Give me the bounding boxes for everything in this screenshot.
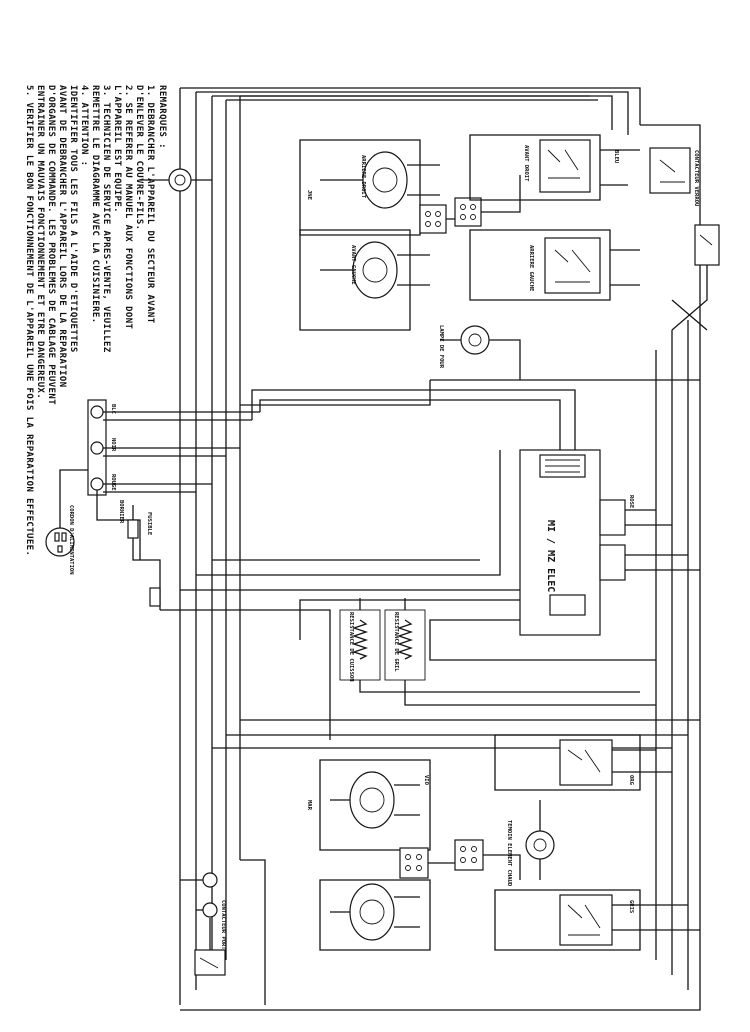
oven-light: LAMPE DE FOUR: [438, 325, 521, 380]
wire-tag: MAR: [306, 800, 312, 811]
wire-tag: GRIS: [628, 900, 634, 913]
note-line: 4. ATTENTION :: [79, 85, 89, 166]
upper-right-switch-a: AVANT DROIT: [469, 134, 640, 201]
note-line: REMETTRE LE DIAGRAMME AVEC LA CUISINIERE…: [90, 85, 100, 324]
power-cord-plug: CORDON D'ALIMENTATION: [45, 469, 88, 575]
control-board-label: MI / MZ ELEC: [545, 520, 556, 592]
wire-tag: BLC: [110, 404, 116, 414]
surface-light: TEMOIN ELEMENT CHAUD: [506, 800, 555, 887]
surface-switch-rr: [319, 759, 431, 851]
wire-tag: NOIR: [110, 438, 116, 452]
note-line: D'ENLEVER LE COUVRE-FILS.: [134, 85, 144, 230]
note-line: ENTRAINER UN MAUVAIS FONCTIONNEMENT ET E…: [35, 85, 45, 399]
lower-connector-block: [399, 839, 521, 880]
upper-connector-block: [419, 175, 521, 234]
note-line: L'APPAREIL EST EQUIPE.: [112, 85, 122, 213]
wire-tag: BLEU: [613, 150, 619, 164]
main-bus-wires: [179, 87, 701, 1011]
door-switch-top: [671, 224, 720, 331]
fuse: FUSIBLE: [127, 505, 161, 610]
wire-tag: JNE: [306, 190, 312, 200]
broil-element: RESISTANCE DE GRIL: [384, 598, 656, 706]
wire-color-tags: BLC NOIR ROUGE BLEU ROSE JNE VIO ORG GRI…: [110, 150, 634, 913]
note-line: 2. SE REFERER AU MANUEL AUX FONCTIONS DO…: [123, 85, 133, 330]
surface-switch-rf: ARRIERE DROIT: [299, 139, 440, 236]
surface-light-label: TEMOIN ELEMENT CHAUD: [506, 820, 512, 887]
note-line: 3. TECHNICIEN DE SERVICE APRES-VENTE, VE…: [101, 85, 111, 353]
door-switch-label: CONTACTEUR PORTE: [220, 900, 226, 953]
notes-heading: REMARQUES :: [157, 85, 167, 149]
power-cord-label: CORDON D'ALIMENTATION: [68, 505, 74, 575]
bake-element: RESISTANCE DE CUISSON: [339, 598, 640, 693]
lower-right-switch-a: [494, 734, 672, 791]
wire-tag: VIO: [423, 775, 429, 786]
fuse-label: FUSIBLE: [146, 512, 152, 535]
note-line: 1. DEBRANCHER L'APPAREIL DU SECTEUR AVAN…: [145, 85, 155, 324]
note-line: 5. VERIFIER LE BON FONCTIONNEMENT DE L'A…: [24, 85, 34, 556]
broil-element-label: RESISTANCE DE GRIL: [393, 612, 399, 672]
top-left-connector: [140, 168, 212, 192]
switch-lf-label: AVANT GAUCHE: [350, 245, 356, 285]
notes-block: REMARQUES : 1. DEBRANCHER L'APPAREIL DU …: [24, 85, 167, 556]
oven-light-label: LAMPE DE FOUR: [438, 325, 444, 369]
switch-rf-label: ARRIERE DROIT: [360, 155, 366, 199]
lock-switch-label: CONTACTEUR VERROU: [693, 150, 699, 207]
note-line: IDENTIFIER TOUS LES FILS A L'AIDE D'ETIQ…: [68, 85, 78, 353]
door-switch-bottom: CONTACTEUR PORTE: [180, 872, 226, 953]
note-line: AVANT DE DEBRANCHER L'APPAREIL LORS DE L…: [57, 85, 67, 388]
lower-right-switch-b: [494, 889, 700, 951]
wire-tag: ORG: [628, 775, 634, 786]
lock-switch: CONTACTEUR VERROU: [649, 147, 699, 207]
switch-lr-label: ARRIERE GAUCHE: [528, 245, 534, 291]
mid-cross-wires: [160, 379, 700, 749]
surface-switch-lf: AVANT GAUCHE: [299, 229, 430, 331]
upper-right-switch-b: ARRIERE GAUCHE: [469, 229, 640, 301]
surface-switch-lr: [319, 879, 431, 951]
control-board: MI / MZ ELEC: [251, 389, 700, 661]
terminal-block: BORNIER: [87, 399, 260, 560]
switch-rr-label: AVANT DROIT: [523, 145, 529, 182]
note-line: D'ORGANES DE COMMANDE. LES PROBLEMES DE …: [46, 85, 56, 405]
lock-motor-bottom: [194, 918, 226, 976]
wire-tag: ROSE: [628, 495, 634, 508]
bake-element-label: RESISTANCE DE CUISSON: [348, 612, 354, 682]
wire-tag: ROUGE: [110, 474, 116, 491]
terminal-block-label: BORNIER: [118, 500, 124, 524]
